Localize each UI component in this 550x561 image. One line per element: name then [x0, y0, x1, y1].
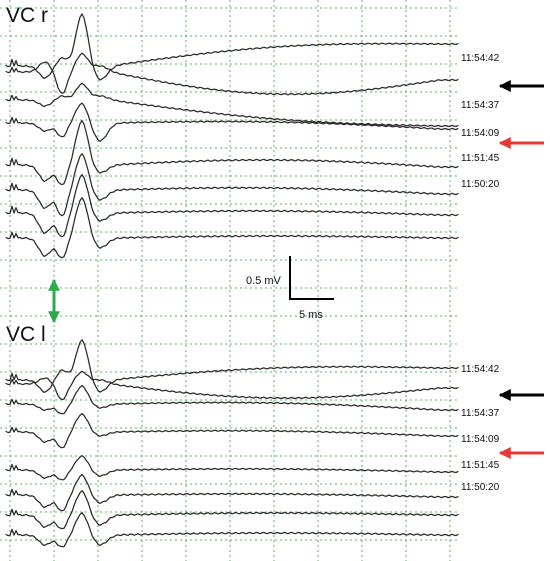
vc-l-trace: [5, 412, 459, 449]
vc-l-trace: [5, 384, 459, 415]
vc-r-trace: [5, 119, 459, 186]
grid: [0, 0, 458, 561]
panel-label-vc-l: VC l: [6, 323, 46, 346]
vc-r-trace: [5, 13, 459, 81]
scale-bar-lines: [289, 256, 334, 300]
time-labels-vc-r: 11:54:42 11:54:37 11:54:09 11:51:45 11:5…: [461, 53, 500, 190]
time-label: 11:54:37: [461, 408, 500, 419]
time-label: 11:54:37: [461, 100, 500, 111]
time-label: 11:50:20: [461, 179, 500, 190]
time-label: 11:54:42: [461, 364, 500, 375]
vc-r-trace: [5, 173, 459, 238]
vc-l-trace: [5, 512, 459, 548]
scale-bar: 0.5 mV 5 ms: [246, 256, 334, 321]
vc-r-trace: [5, 102, 459, 142]
panel-label-vc-r: VC r: [6, 4, 48, 27]
time-label: 11:54:09: [461, 434, 500, 445]
traces: [5, 13, 459, 548]
time-label: 11:51:45: [461, 153, 500, 164]
time-label: 11:50:20: [461, 482, 500, 493]
scale-bar-time-label: 5 ms: [299, 309, 323, 321]
vc-l-trace: [5, 370, 459, 401]
vc-l-trace: [5, 339, 459, 394]
vc-r-trace: [5, 197, 459, 259]
scale-bar-voltage-label: 0.5 mV: [246, 275, 282, 287]
vc-r-trace: [5, 153, 459, 217]
vc-l-trace: [5, 473, 459, 512]
vc-r-trace: [5, 52, 459, 96]
vc-l-trace: [5, 490, 459, 530]
time-label: 11:51:45: [461, 460, 500, 471]
time-label: 11:54:09: [461, 128, 500, 139]
vc-r-trace: [5, 82, 459, 128]
time-label: 11:54:42: [461, 53, 500, 64]
vc-l-trace: [5, 454, 459, 481]
time-labels-vc-l: 11:54:42 11:54:37 11:54:09 11:51:45 11:5…: [461, 364, 500, 493]
